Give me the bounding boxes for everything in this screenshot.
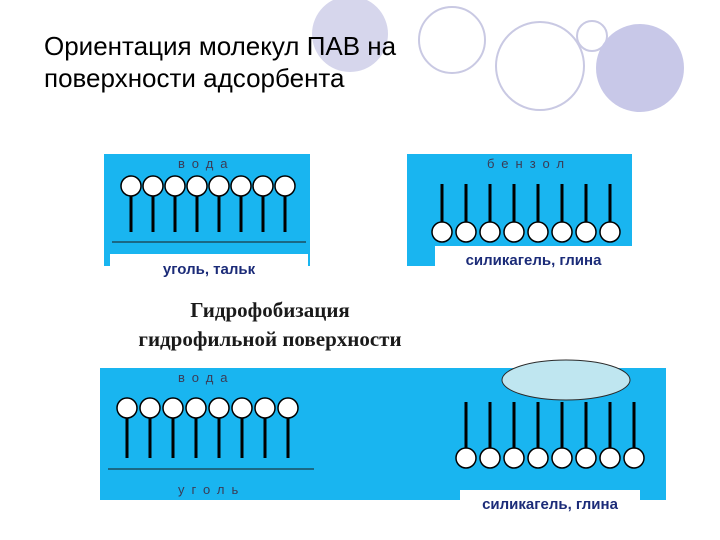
polar-head [455, 221, 477, 243]
polar-head [208, 175, 230, 197]
deco-circle [312, 0, 388, 72]
deco-circle [596, 24, 684, 112]
deco-circle [418, 6, 486, 74]
surfactant-molecule [186, 175, 208, 232]
deco-circle [576, 20, 608, 52]
medium-label: вода [178, 370, 235, 385]
surfactant-molecule [575, 184, 597, 243]
panel-bottom-right: силикагель, глина [332, 359, 666, 518]
subtitle-line-2: гидрофильной поверхности [138, 327, 402, 351]
polar-head [274, 175, 296, 197]
molecule-layer [108, 397, 314, 470]
surfactant-molecule [139, 397, 161, 458]
surfactant-molecule [479, 184, 501, 243]
surfactant-molecule [431, 184, 453, 243]
surfactant-molecule [164, 175, 186, 232]
polar-head [120, 175, 142, 197]
surfactant-molecule [116, 397, 138, 458]
water-droplet [501, 359, 631, 401]
polar-head [527, 447, 549, 469]
surfactant-molecule [575, 402, 597, 469]
surfactant-molecule [503, 402, 525, 469]
decorative-circles [312, 0, 684, 112]
surfactant-molecule [208, 175, 230, 232]
polar-head [254, 397, 276, 419]
surfactant-molecule [455, 402, 477, 469]
surfactant-molecule [120, 175, 142, 232]
molecule-layer [431, 184, 621, 243]
surfactant-molecule [623, 402, 645, 469]
surfactant-molecule [479, 402, 501, 469]
polar-head [164, 175, 186, 197]
polar-head [479, 221, 501, 243]
panel-bottom-left: вода уголь [100, 368, 332, 500]
subtitle-line-1: Гидрофобизация [190, 298, 350, 322]
polar-head [503, 221, 525, 243]
surfactant-molecule [274, 175, 296, 232]
polar-head [527, 221, 549, 243]
polar-head [231, 397, 253, 419]
medium-label: вода [178, 156, 235, 171]
polar-head [575, 447, 597, 469]
surfactant-molecule [208, 397, 230, 458]
surface-label: уголь [178, 482, 246, 497]
polar-head [277, 397, 299, 419]
surface-label: уголь, тальк [110, 254, 308, 284]
diagram-subtitle: Гидрофобизация гидрофильной поверхности [60, 296, 480, 354]
polar-head [455, 447, 477, 469]
surfactant-molecule [254, 397, 276, 458]
polar-head [503, 447, 525, 469]
polar-head [230, 175, 252, 197]
surfactant-molecule [231, 397, 253, 458]
polar-head [162, 397, 184, 419]
polar-head [186, 175, 208, 197]
polar-head [551, 221, 573, 243]
surfactant-molecule [527, 184, 549, 243]
surfactant-molecule [252, 175, 274, 232]
surfactant-molecule [162, 397, 184, 458]
polar-head [479, 447, 501, 469]
polar-head [139, 397, 161, 419]
surfactant-molecule [455, 184, 477, 243]
surfactant-molecule [277, 397, 299, 458]
surfactant-molecule [185, 397, 207, 458]
surfactant-molecule [527, 402, 549, 469]
polar-head [116, 397, 138, 419]
polar-head [208, 397, 230, 419]
surfactant-molecule [230, 175, 252, 232]
polar-head [142, 175, 164, 197]
polar-head [599, 221, 621, 243]
medium-label: бензол [487, 156, 572, 171]
surfactant-molecule [551, 402, 573, 469]
polar-head [623, 447, 645, 469]
polar-head [252, 175, 274, 197]
polar-head [185, 397, 207, 419]
surfactant-molecule [551, 184, 573, 243]
surfactant-molecule [142, 175, 164, 232]
slide-title: Ориентация молекул ПАВ на поверхности ад… [44, 31, 397, 93]
polar-head [551, 447, 573, 469]
surface-label: силикагель, глина [460, 490, 640, 518]
molecule-layer [455, 359, 645, 469]
surfactant-molecule [599, 402, 621, 469]
surface-label: силикагель, глина [435, 246, 632, 274]
surfactant-molecule [503, 184, 525, 243]
panel-top-right: бензол силикагель, глина [407, 154, 632, 274]
polar-head [575, 221, 597, 243]
polar-head [431, 221, 453, 243]
panel-top-left: вода уголь, тальк [104, 154, 310, 284]
molecule-layer [112, 175, 306, 243]
surfactant-molecule [599, 184, 621, 243]
polar-head [599, 447, 621, 469]
deco-circle [495, 21, 585, 111]
